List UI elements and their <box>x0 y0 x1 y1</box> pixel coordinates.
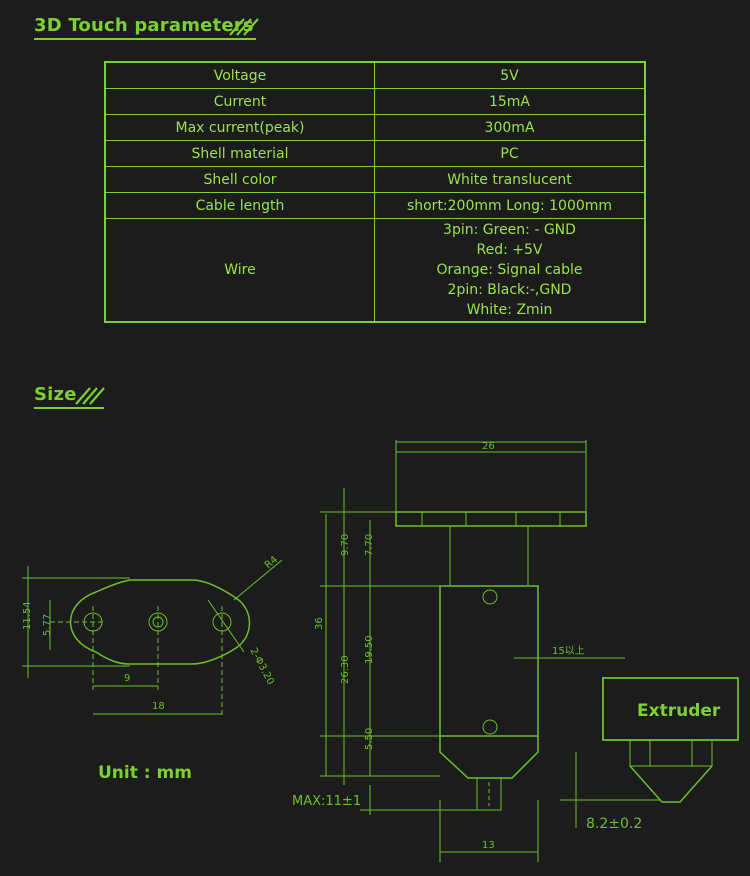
wire-line: 3pin: Green: - GND <box>443 222 576 238</box>
size-title-text: Size <box>34 384 77 405</box>
param-key: Voltage <box>104 61 375 89</box>
dim-h-inner: 5.77 <box>42 614 53 636</box>
param-value: 300mA <box>374 114 646 141</box>
params-section-title: 3D Touch parameters <box>34 15 259 40</box>
wire-line: White: Zmin <box>466 302 553 318</box>
param-value-wire: 3pin: Green: - GND Red: +5V Orange: Sign… <box>374 218 646 323</box>
param-value: 15mA <box>374 88 646 115</box>
dim-r4: R4 <box>263 554 280 571</box>
wire-line: 2pin: Black:-,GND <box>447 282 572 298</box>
dim-h-outer: 11.54 <box>22 601 33 630</box>
param-key: Shell color <box>104 166 375 193</box>
param-key: Shell material <box>104 140 375 167</box>
side-view: 26 36 9.70 7.70 26.30 19.50 5.50 13 MAX:… <box>292 440 739 862</box>
dim-w-span: 18 <box>152 701 165 712</box>
dim-total: 36 <box>314 617 325 630</box>
table-row: Wire 3pin: Green: - GND Red: +5V Orange:… <box>104 218 646 323</box>
dim-bottom-width: 13 <box>482 840 495 851</box>
wire-line: Red: +5V <box>476 242 543 258</box>
wire-line: Orange: Signal cable <box>436 262 583 278</box>
size-section-title: Size <box>34 384 105 409</box>
param-key: Max current(peak) <box>104 114 375 141</box>
dim-max: MAX:11±1 <box>292 794 361 809</box>
dim-body-outer: 26.30 <box>340 655 351 684</box>
top-view-outline <box>69 579 251 665</box>
slash-decoration-icon <box>229 18 259 36</box>
param-key: Cable length <box>104 192 375 219</box>
slash-decoration-icon <box>75 387 105 405</box>
unit-label: Unit : mm <box>98 763 192 783</box>
dim-gap: 8.2±0.2 <box>586 816 642 832</box>
params-title-underline <box>34 38 256 40</box>
dim-upper-inner: 7.70 <box>364 534 375 556</box>
dim-top-width: 26 <box>482 441 495 452</box>
param-key: Current <box>104 88 375 115</box>
params-title-text: 3D Touch parameters <box>34 15 254 36</box>
param-key-wire: Wire <box>104 218 375 323</box>
dim-upper-outer: 9.70 <box>340 534 351 556</box>
top-view: R4 2-Φ3.20 11.54 5.77 9 18 <box>22 554 283 718</box>
param-value: short:200mm Long: 1000mm <box>374 192 646 219</box>
dim-w-pitch: 9 <box>124 673 130 684</box>
dim-tip: 5.50 <box>364 728 375 750</box>
dim-offset: 15以上 <box>552 645 585 657</box>
size-title-underline <box>34 407 104 409</box>
dim-holes: 2-Φ3.20 <box>247 646 276 687</box>
extruder-label: Extruder <box>637 701 721 721</box>
dim-body-inner: 19.50 <box>364 635 375 664</box>
table-row: Max current(peak)300mA <box>104 114 646 141</box>
